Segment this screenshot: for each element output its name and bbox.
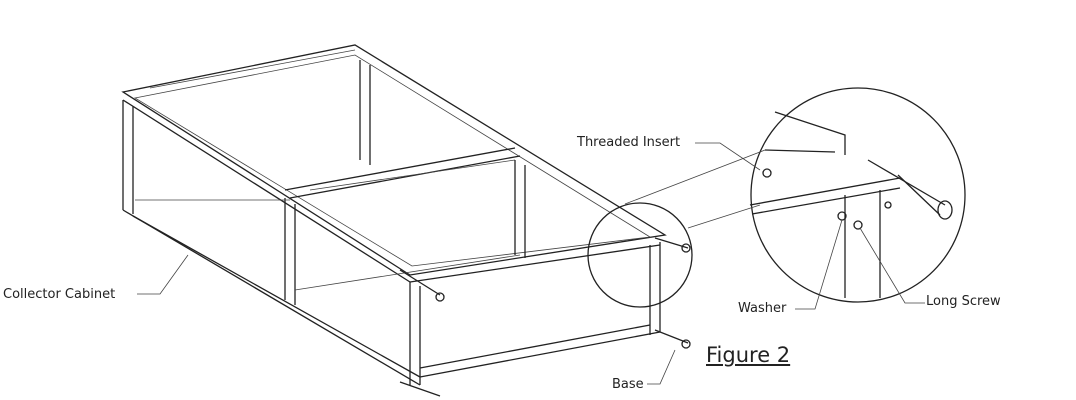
label-base: Base <box>612 377 644 392</box>
label-threaded-insert: Threaded Insert <box>577 135 681 150</box>
label-collector-cabinet: Collector Cabinet <box>3 287 116 302</box>
figure-caption: Figure 2 <box>706 343 791 367</box>
label-long-screw: Long Screw <box>926 294 1001 309</box>
detail-callout <box>587 87 966 308</box>
cabinet-frame <box>121 44 691 397</box>
leader-lines <box>137 142 925 385</box>
label-washer: Washer <box>738 301 787 316</box>
